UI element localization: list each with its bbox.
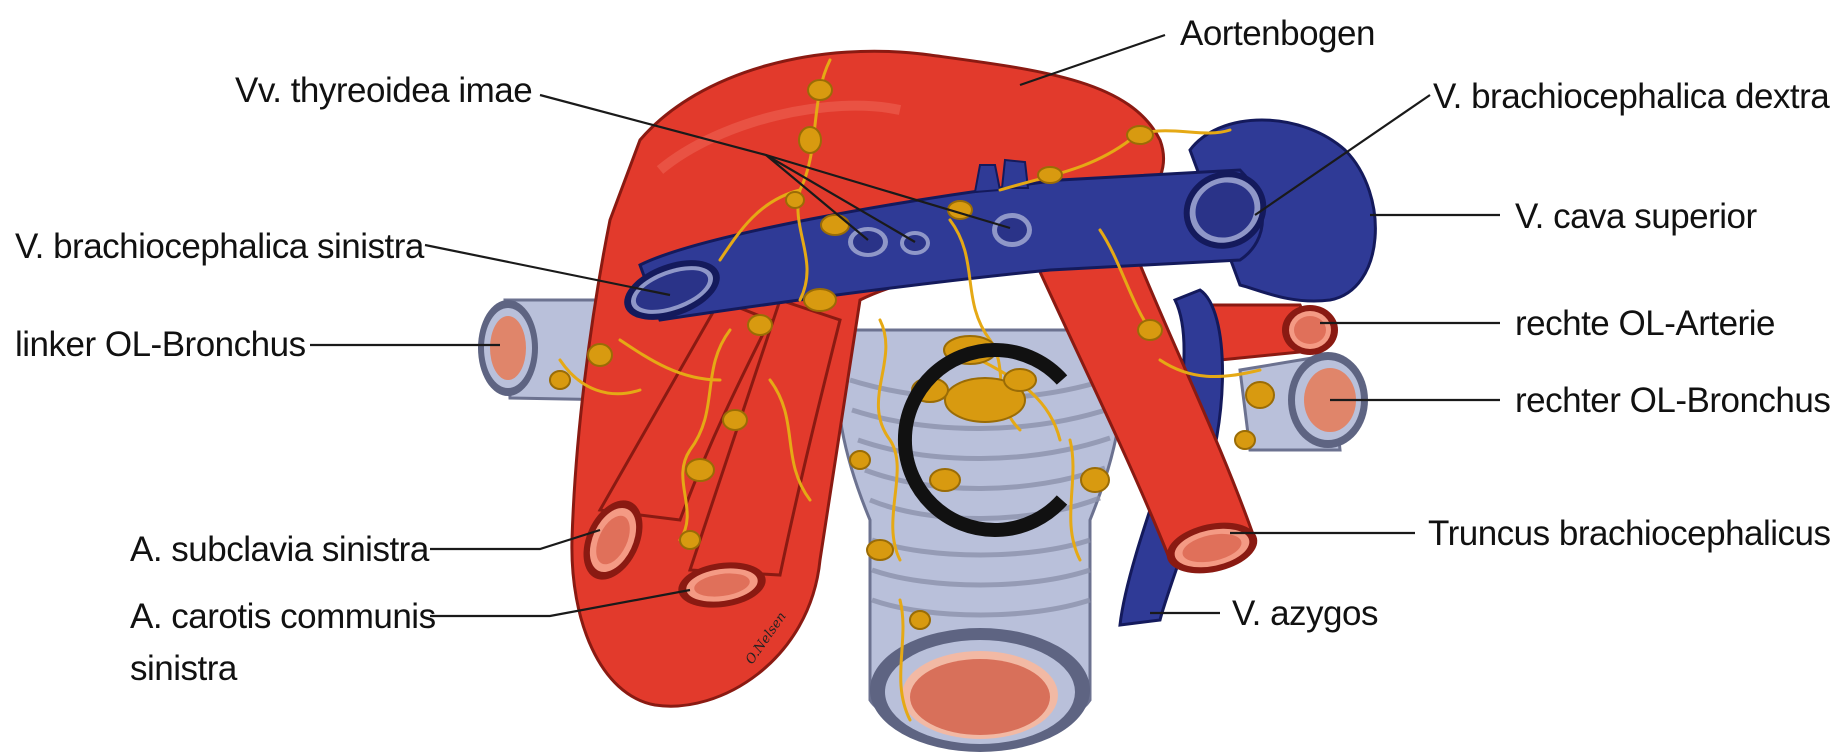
label-aortenbogen: Aortenbogen: [1180, 14, 1375, 53]
label-vv-thyreoidea-imae: Vv. thyreoidea imae: [235, 71, 532, 110]
label-a-carotis-communis-line1: A. carotis communis: [130, 597, 436, 636]
label-v-cava-superior: V. cava superior: [1515, 197, 1758, 236]
label-v-azygos: V. azygos: [1232, 594, 1378, 633]
label-linker-ol-bronchus: linker OL-Bronchus: [15, 325, 306, 364]
label-a-carotis-communis-line2: sinistra: [130, 649, 238, 688]
label-v-brachiocephalica-dextra: V. brachiocephalica dextra: [1433, 77, 1830, 116]
label-v-brachiocephalica-sinistra: V. brachiocephalica sinistra: [15, 227, 425, 266]
label-rechte-ol-arterie: rechte OL-Arterie: [1515, 304, 1775, 343]
label-a-subclavia-sinistra: A. subclavia sinistra: [130, 530, 430, 569]
rechte-ol-arterie: [1210, 305, 1338, 360]
label-truncus-brachiocephalicus: Truncus brachiocephalicus: [1428, 514, 1831, 553]
label-rechter-ol-bronchus: rechter OL-Bronchus: [1515, 381, 1830, 420]
leader-aortenbogen: [1020, 35, 1165, 85]
